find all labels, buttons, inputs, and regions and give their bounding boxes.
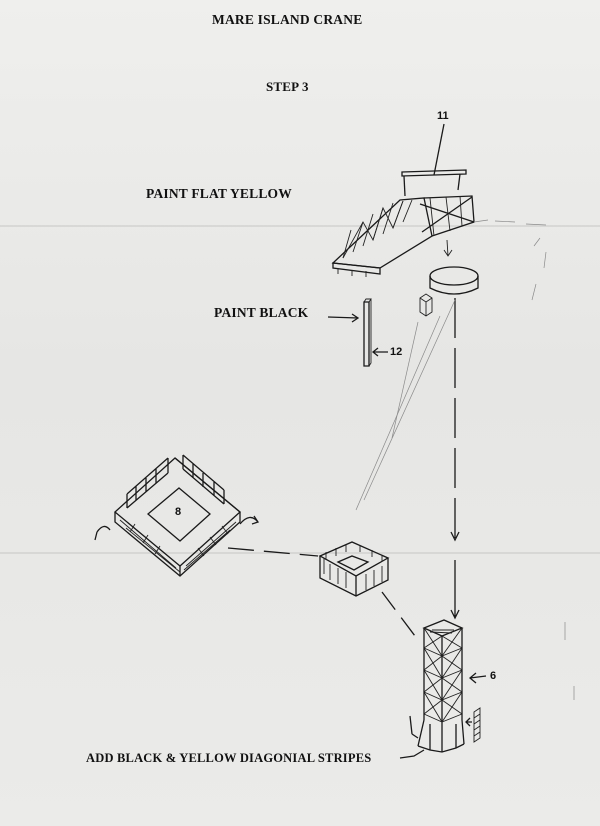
- part-number-6: 6: [490, 670, 497, 682]
- part-number-12: 12: [390, 346, 403, 358]
- railing-frame: [318, 541, 390, 597]
- guide-lines: [227, 298, 575, 700]
- boom-house: [331, 195, 547, 301]
- turntable: [419, 239, 479, 317]
- paper-fold-line: [0, 225, 600, 227]
- step-label: STEP 3: [266, 79, 309, 94]
- part-8-deck: [94, 454, 260, 577]
- page-title: MARE ISLAND CRANE: [212, 12, 363, 27]
- paint-flat-yellow-label: PAINT FLAT YELLOW: [146, 186, 292, 201]
- part-12-mast: [327, 298, 388, 367]
- part-11-top-bar: [401, 123, 467, 197]
- part-number-11: 11: [437, 110, 449, 122]
- paint-black-label: PAINT BLACK: [214, 305, 309, 320]
- stripes-instruction-label: ADD BLACK & YELLOW DIAGONIAL STRIPES: [86, 751, 372, 765]
- part-number-8: 8: [175, 506, 182, 518]
- paper-fold-line: [0, 552, 600, 554]
- part-6-tower: [399, 619, 487, 759]
